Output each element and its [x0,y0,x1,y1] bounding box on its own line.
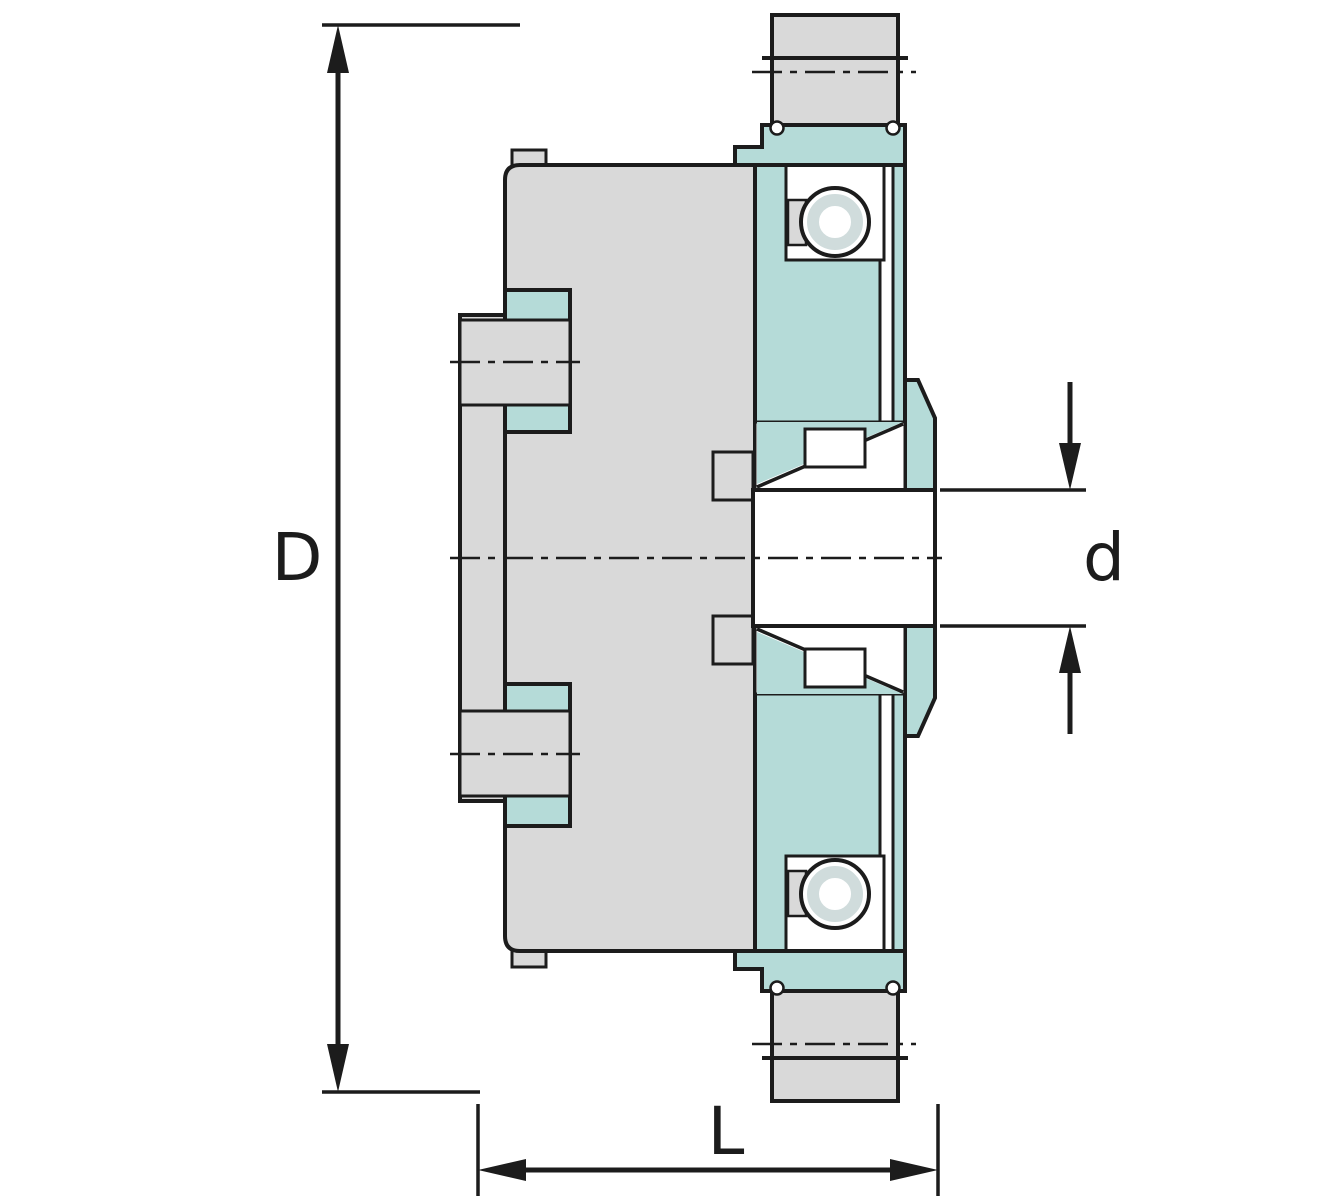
dimension-L-arrow-left [478,1159,526,1181]
dimension-D-arrow-down [327,1044,349,1092]
dimension-d-arrow-up [1059,626,1081,673]
mounting-lug-bottom [733,949,908,1103]
locknut-top [803,427,867,469]
bearing-ball-top [799,186,871,258]
sleeve-step-top [903,378,937,492]
lug-block-top [770,13,900,127]
adapter-sleeve-bottom [753,624,907,696]
set-screw-top [711,450,755,502]
lug-base-top [733,123,907,167]
sleeve-step-bottom [903,624,937,738]
set-screw-bottom [711,614,755,666]
seal-ring-top-left [769,120,785,136]
bearing-and-sleeve-section [753,163,937,953]
lug-block-bottom [770,989,900,1103]
ball-top-shade [807,194,863,250]
dimension-D-label: D [272,519,323,596]
dimension-L-arrow-right [890,1159,938,1181]
dimension-d-arrow-down [1059,443,1081,490]
seal-ring-bottom-left [769,980,785,996]
bearing-ball-bottom [799,858,871,930]
seal-ring-top-right [885,120,901,136]
dimension-d: d [940,382,1125,734]
dimension-d-label: d [1083,519,1125,596]
centerlines [450,70,942,1046]
locknut-bottom [803,647,867,689]
mounting-lug-top [733,13,908,167]
ball-bottom-shade [807,866,863,922]
dimension-D: D [272,23,520,1094]
dimension-D-arrow-up [327,25,349,73]
adapter-sleeve-top [753,420,907,492]
dimension-L: L [476,1093,940,1196]
seal-ring-bottom-right [885,980,901,996]
lug-base-bottom [733,949,907,993]
dimension-L-label: L [708,1093,745,1170]
